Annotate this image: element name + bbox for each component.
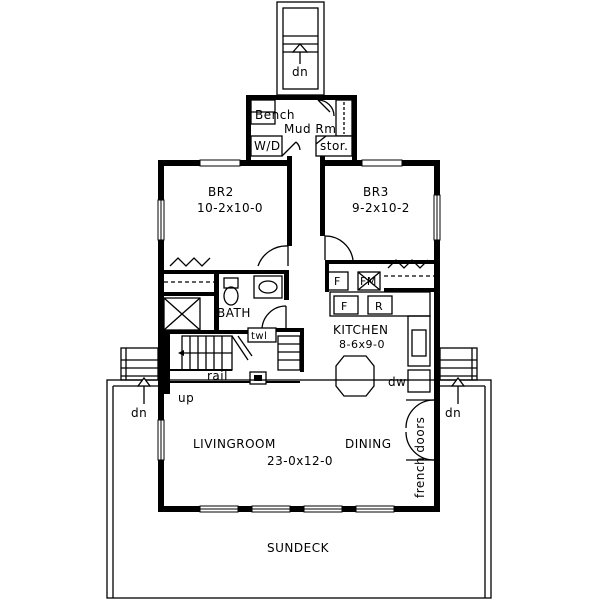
rail-label: rail: [207, 369, 228, 383]
top-stair: [276, 1, 325, 96]
up-label: up: [178, 391, 194, 405]
livingroom-label: LIVINGROOM: [193, 437, 276, 451]
bath-label: BATH: [217, 306, 251, 320]
f2-label: F: [341, 300, 348, 313]
br3-label: BR3: [363, 185, 389, 199]
r-label: R: [375, 300, 383, 313]
br2-dim-label: 10-2x10-0: [197, 201, 263, 215]
mud-room-label: Mud Rm: [284, 122, 336, 136]
mud-room: [246, 95, 357, 165]
sundeck-label: SUNDECK: [267, 541, 330, 555]
interior-stair: [164, 327, 304, 394]
kitchen-fixtures: [329, 291, 435, 461]
interior-walls: [163, 235, 434, 334]
dn-left-label: dn: [131, 406, 147, 420]
br3-dim-label: 9-2x10-2: [352, 201, 410, 215]
dw-label: dw: [388, 375, 406, 389]
sundeck: [106, 347, 492, 599]
dn-top-label: dn: [292, 65, 308, 79]
twl-label: twl: [251, 331, 267, 342]
bench-label: Bench: [255, 108, 295, 122]
wd-label: W/D: [254, 139, 281, 153]
br2-label: BR2: [208, 185, 234, 199]
kitchen-dim-label: 8-6x9-0: [339, 338, 385, 351]
fm-label: FM: [360, 275, 377, 288]
f1-label: F: [334, 275, 341, 288]
french-doors-label: french doors: [413, 417, 427, 498]
dn-right-label: dn: [445, 406, 461, 420]
kitchen-label: KITCHEN: [333, 323, 389, 337]
exterior-walls: [157, 156, 441, 513]
stor-label: stor.: [320, 139, 348, 153]
livingroom-dim-label: 23-0x12-0: [267, 454, 333, 468]
dining-label: DINING: [345, 437, 392, 451]
